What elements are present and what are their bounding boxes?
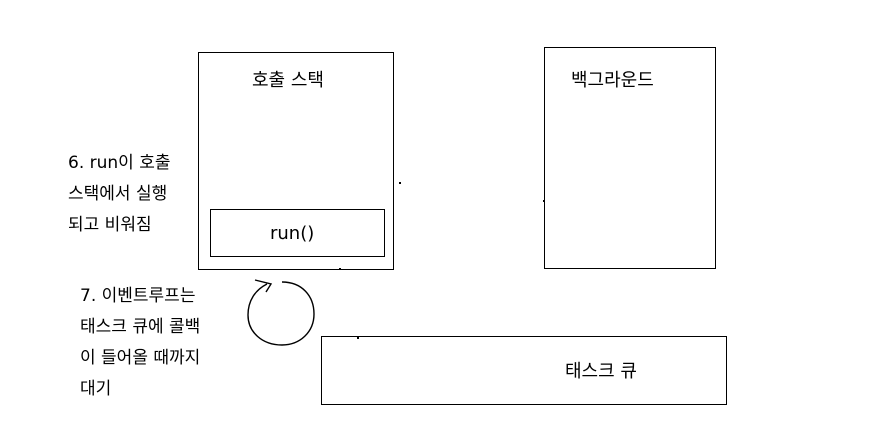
step7-note: 7. 이벤트루프는 태스크 큐에 콜백 이 들어올 때까지 대기 <box>80 281 200 405</box>
run-frame-box <box>210 209 385 257</box>
stray-mark <box>357 337 359 339</box>
call-stack-box <box>198 52 394 270</box>
step7-line-1: 7. 이벤트루프는 <box>80 286 196 306</box>
stray-mark <box>339 268 341 270</box>
step7-line-4: 대기 <box>80 379 112 399</box>
step6-line-2: 스택에서 실행 <box>68 184 168 204</box>
step7-line-2: 태스크 큐에 콜백 <box>80 317 201 337</box>
step6-note: 6. run이 호출 스택에서 실행 되고 비워짐 <box>68 148 171 241</box>
stray-mark <box>543 200 545 202</box>
step7-line-3: 이 들어올 때까지 <box>80 348 201 368</box>
run-frame-label: run() <box>270 223 315 244</box>
call-stack-title: 호출 스택 <box>252 70 324 91</box>
task-queue-box <box>321 336 727 405</box>
background-box <box>544 47 716 269</box>
background-title: 백그라운드 <box>571 70 654 91</box>
step6-line-1: 6. run이 호출 <box>68 153 171 173</box>
event-loop-arrow-icon <box>247 279 315 346</box>
step6-line-3: 되고 비워짐 <box>68 215 152 235</box>
stray-mark <box>399 182 401 184</box>
task-queue-title: 태스크 큐 <box>565 361 637 382</box>
